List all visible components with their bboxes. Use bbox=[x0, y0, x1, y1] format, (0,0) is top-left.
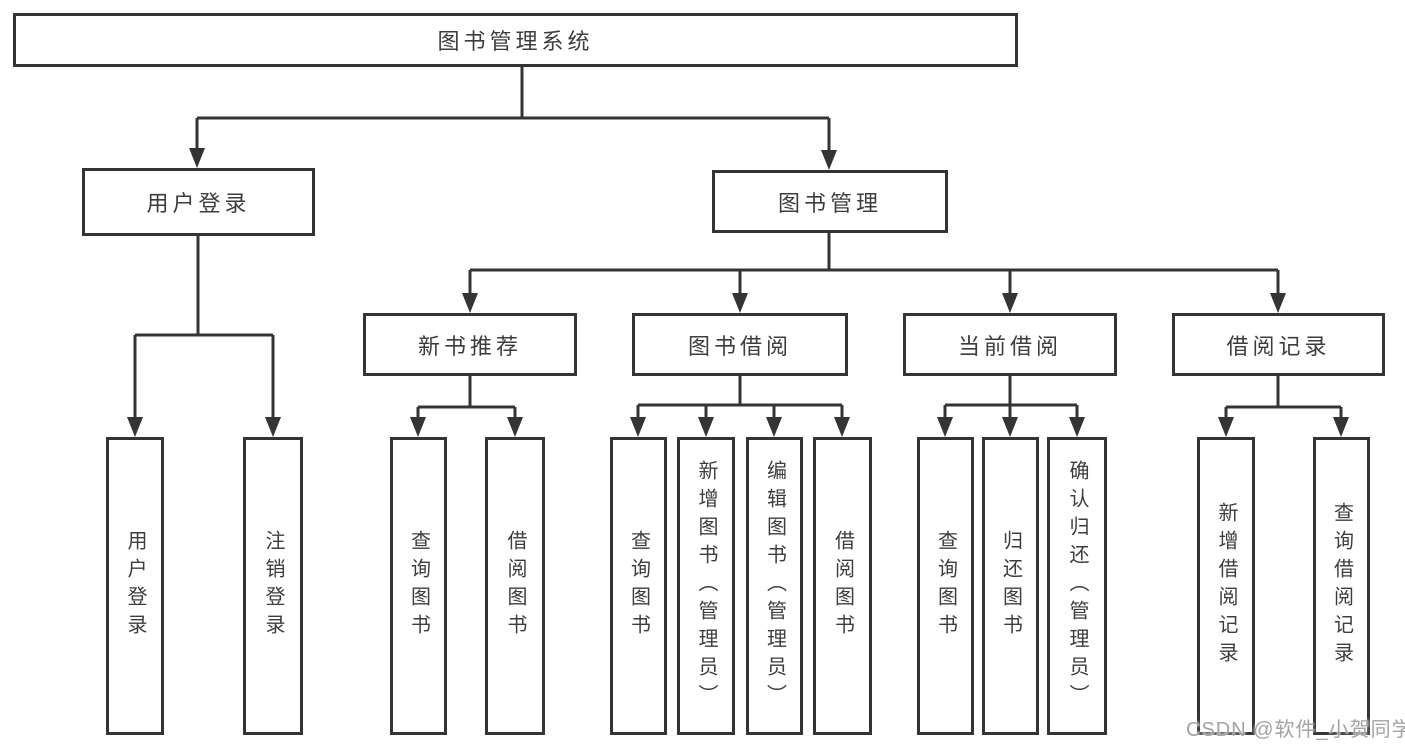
leaf-user-login: 用户登录 bbox=[106, 437, 164, 735]
leaf-logout-login: 注销登录 bbox=[243, 437, 303, 735]
leaf-add-borrow-record: 新增借阅记录 bbox=[1197, 437, 1255, 735]
leaf-edit-book-admin: 编辑图书（管理员） bbox=[746, 437, 803, 735]
leaf-query-book-borrowing: 查询图书 bbox=[610, 437, 667, 735]
leaf-edit-book-admin-label: 编辑图书（管理员） bbox=[763, 460, 786, 712]
csdn-watermark: CSDN @软件_小贺同学 bbox=[1186, 719, 1405, 741]
leaf-add-borrow-record-label: 新增借阅记录 bbox=[1215, 502, 1237, 670]
leaf-add-book-admin-label: 新增图书（管理员） bbox=[695, 460, 717, 712]
node-user-login: 用户登录 bbox=[82, 168, 315, 236]
leaf-query-borrow-record-label: 查询借阅记录 bbox=[1330, 502, 1353, 670]
node-new-book-recommend-label: 新书推荐 bbox=[417, 333, 522, 359]
node-current-borrowing-label: 当前借阅 bbox=[957, 333, 1062, 359]
leaf-return-book-label: 归还图书 bbox=[999, 530, 1022, 642]
leaf-confirm-return-admin: 确认归还（管理员） bbox=[1047, 437, 1107, 735]
leaf-user-login-label: 用户登录 bbox=[124, 530, 146, 642]
node-book-management: 图书管理 bbox=[712, 170, 948, 233]
node-book-management-label: 图书管理 bbox=[777, 190, 882, 216]
leaf-query-book-recommend-label: 查询图书 bbox=[407, 530, 430, 642]
node-library-system-label: 图书管理系统 bbox=[437, 29, 594, 54]
node-library-system: 图书管理系统 bbox=[13, 13, 1018, 67]
node-current-borrowing: 当前借阅 bbox=[903, 313, 1117, 376]
node-book-borrowing: 图书借阅 bbox=[632, 313, 848, 376]
node-borrow-records-label: 借阅记录 bbox=[1226, 333, 1331, 359]
node-new-book-recommend: 新书推荐 bbox=[363, 313, 577, 376]
leaf-query-book-borrowing-label: 查询图书 bbox=[627, 530, 650, 642]
leaf-add-book-admin: 新增图书（管理员） bbox=[677, 437, 735, 735]
node-book-borrowing-label: 图书借阅 bbox=[687, 333, 792, 359]
leaf-query-borrow-record: 查询借阅记录 bbox=[1313, 437, 1370, 735]
arrowheads bbox=[127, 148, 1349, 437]
leaf-borrow-book-recommend: 借阅图书 bbox=[485, 437, 545, 735]
leaf-borrow-book-borrowing-label: 借阅图书 bbox=[831, 530, 854, 642]
leaf-borrow-book-recommend-label: 借阅图书 bbox=[504, 530, 526, 642]
leaf-confirm-return-admin-label: 确认归还（管理员） bbox=[1066, 460, 1088, 712]
leaf-query-book-current: 查询图书 bbox=[917, 437, 974, 735]
leaf-logout-login-label: 注销登录 bbox=[262, 530, 284, 642]
leaf-borrow-book-borrowing: 借阅图书 bbox=[813, 437, 872, 735]
leaf-return-book: 归还图书 bbox=[982, 437, 1039, 735]
node-user-login-label: 用户登录 bbox=[146, 191, 251, 216]
node-borrow-records: 借阅记录 bbox=[1172, 313, 1385, 376]
leaf-query-book-current-label: 查询图书 bbox=[934, 530, 957, 642]
leaf-query-book-recommend: 查询图书 bbox=[390, 437, 447, 735]
